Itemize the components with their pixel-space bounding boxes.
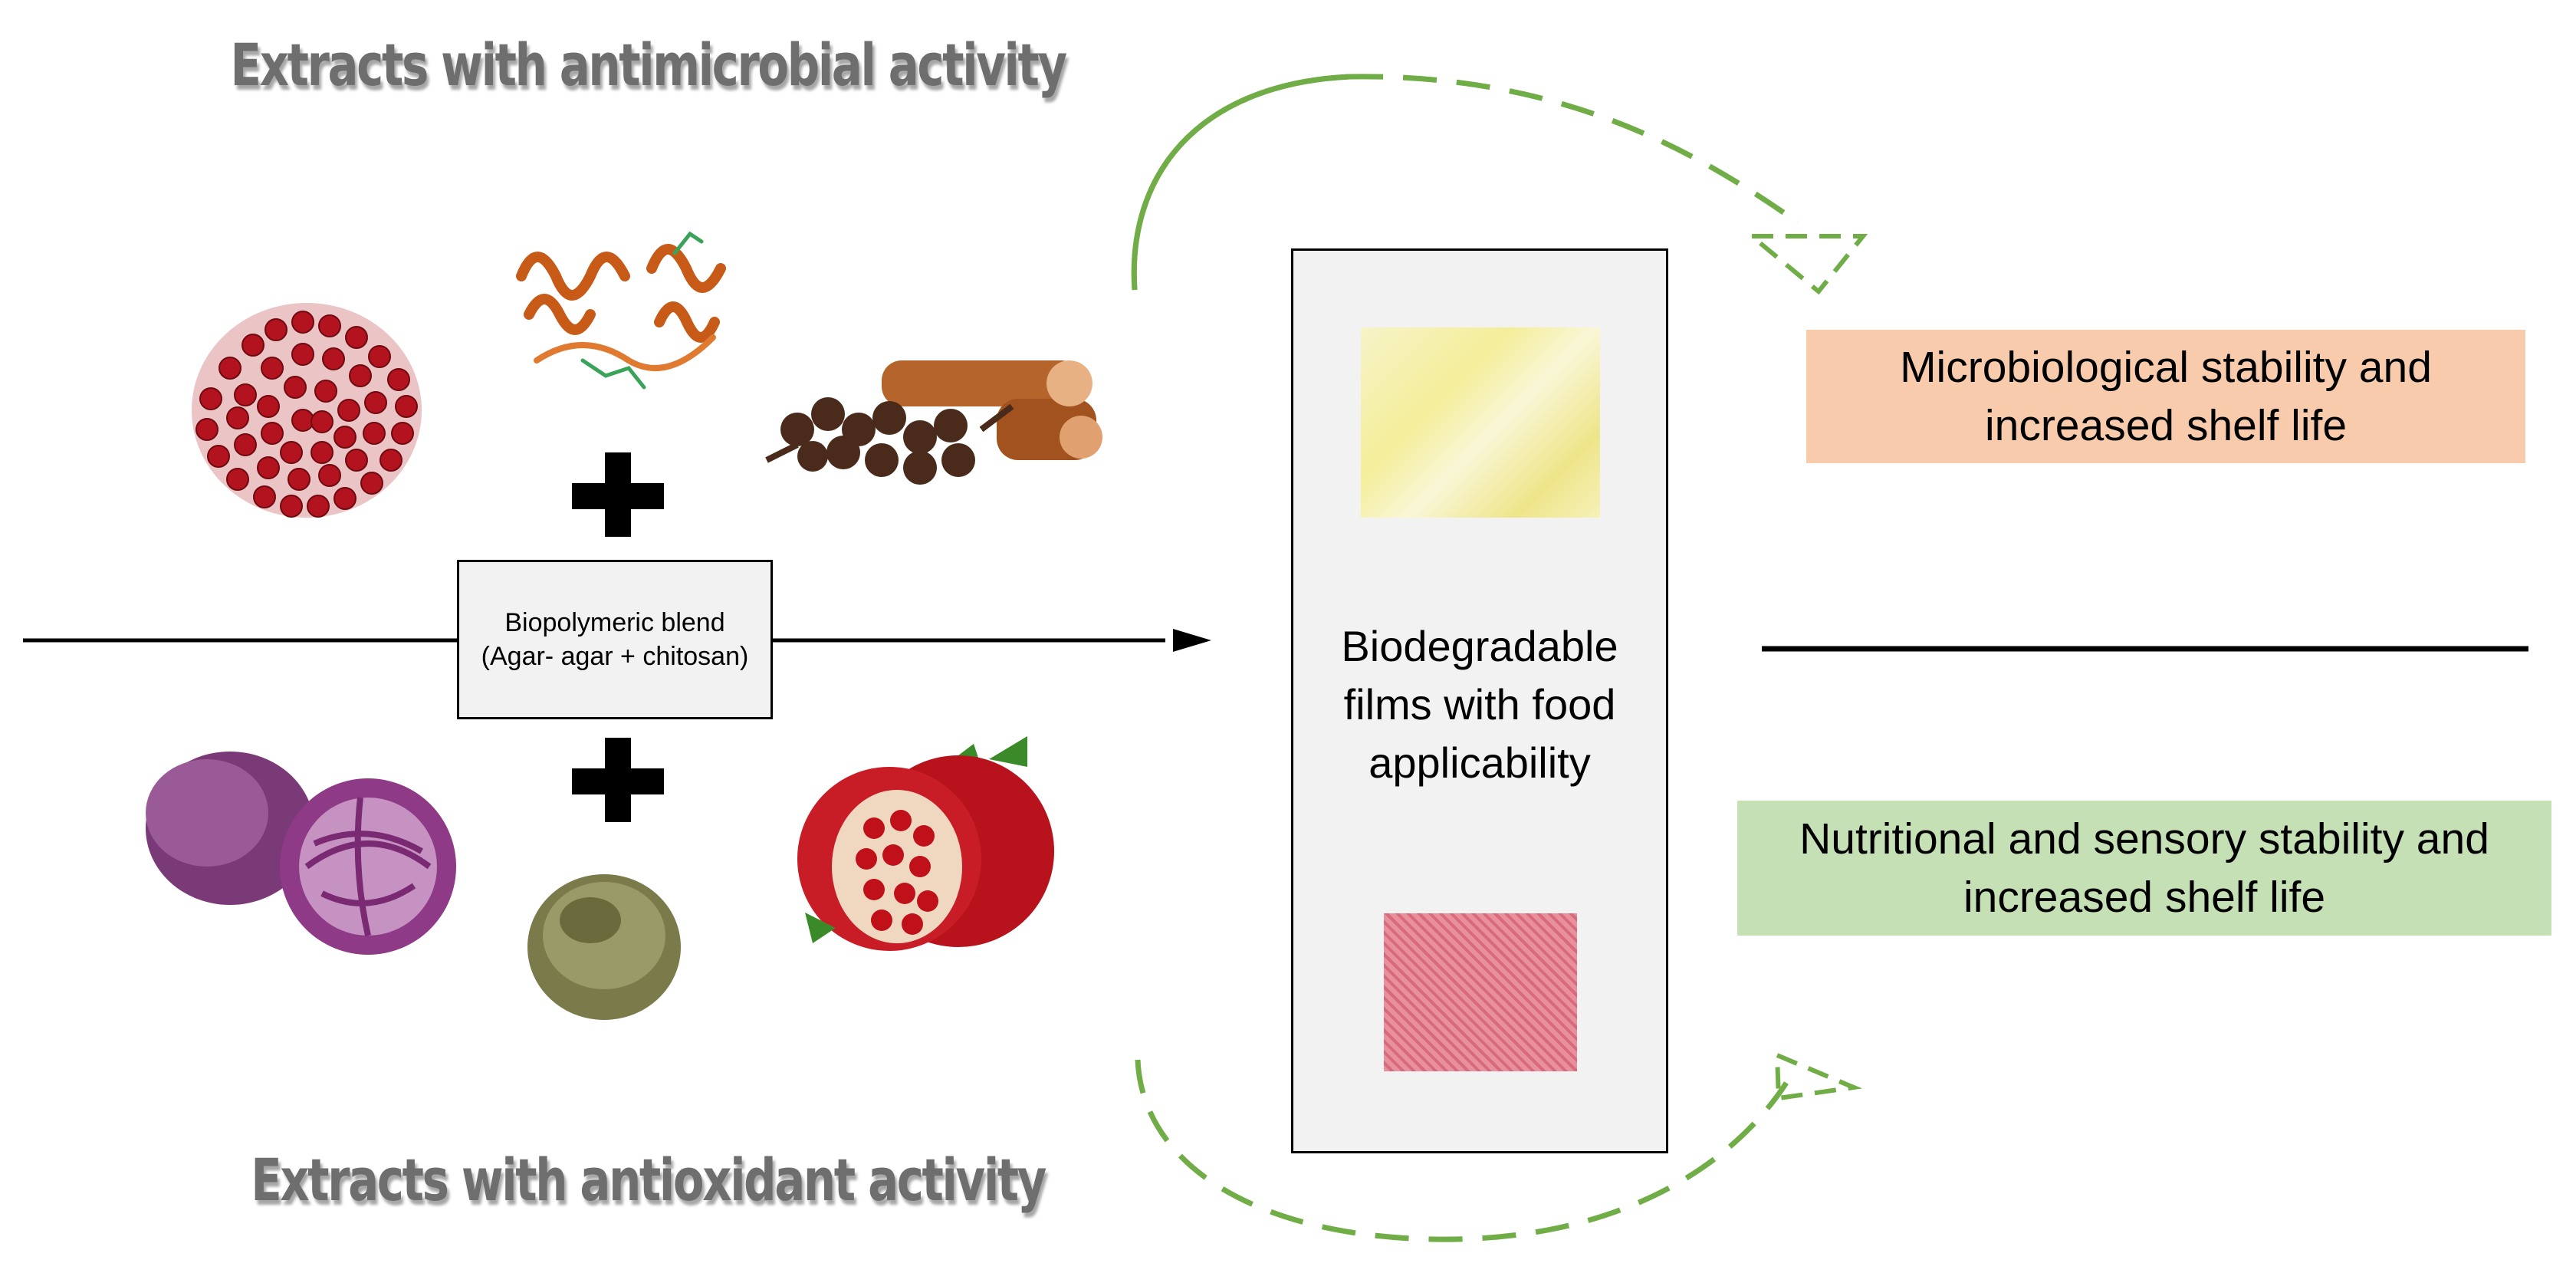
top-curve-dashed [1349,74,1799,225]
plus-icon-bottom [572,738,664,822]
film-description: Biodegradable films with food applicabil… [1293,617,1666,792]
antimicrobial-heading: Extracts with antimicrobial activity [230,31,1068,99]
bottom-curve-dashed [1135,1059,1789,1242]
film-description-line1: Biodegradable [1341,622,1618,670]
pink-film-sample [1384,913,1577,1071]
microbiological-line2: increased shelf life [1984,401,2348,450]
antioxidant-heading: Extracts with antioxidant activity [251,1146,1046,1214]
red-cabbage-image [146,752,456,955]
blend-components: (Agar- agar + chitosan) [481,642,749,671]
film-panel: Biodegradable films with food applicabil… [1291,248,1668,1153]
protein-structure-image [516,231,726,390]
dried-herb-image [527,874,681,1020]
cinnamon-cloves-image [765,360,1102,485]
nutritional-outcome-box: Nutritional and sensory stability and in… [1737,801,2551,936]
bottom-curve-arrowhead [1774,1051,1863,1101]
nutritional-line2: increased shelf life [1963,873,2326,922]
pomegranate-image [797,736,1054,951]
top-curve-arrowhead [1745,234,1868,295]
main-flow-arrowhead [1173,629,1211,652]
pink-peppercorns-image [192,303,422,518]
blend-title: Biopolymeric blend [504,608,725,637]
film-description-line3: applicability [1368,738,1591,787]
film-description-line2: films with food [1343,680,1616,729]
microbiological-line1: Microbiological stability and [1900,343,2432,392]
nutritional-line1: Nutritional and sensory stability and [1799,814,2489,863]
yellow-film-sample [1361,327,1600,518]
plus-icon-top [572,452,664,537]
top-curve-start [1131,74,1350,291]
biopolymeric-blend-box: Biopolymeric blend (Agar- agar + chitosa… [457,560,773,719]
microbiological-outcome-box: Microbiological stability and increased … [1806,330,2525,463]
